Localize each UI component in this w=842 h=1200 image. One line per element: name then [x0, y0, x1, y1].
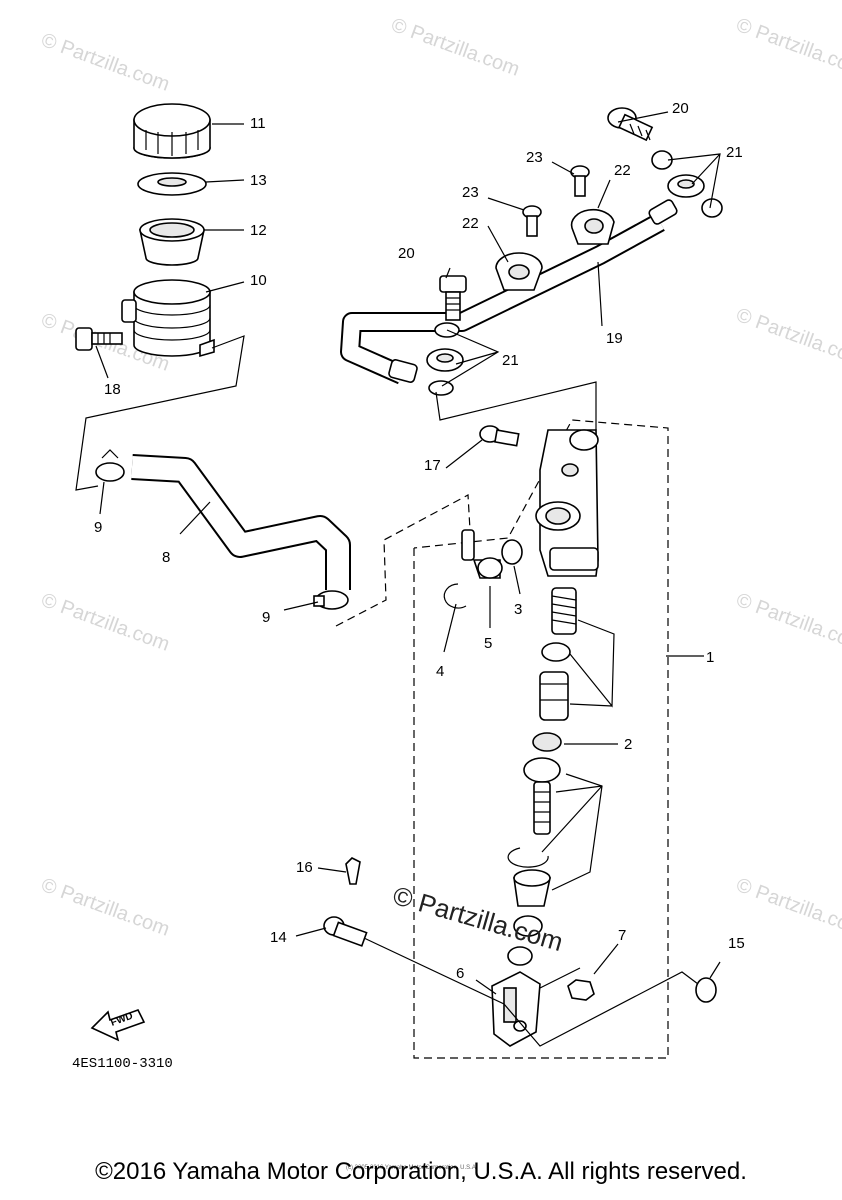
- clevis-pin-14: [323, 916, 368, 947]
- screw-23b: [570, 165, 590, 197]
- spring: [551, 587, 577, 635]
- callout-17: 17: [424, 457, 441, 474]
- banjo-fitting-upper: [667, 174, 705, 198]
- watermark-6: © Partzilla.com: [38, 589, 172, 656]
- cup-secondary-2: [532, 732, 562, 752]
- callout-20a: 20: [398, 245, 415, 262]
- watermark-2: © Partzilla.com: [388, 14, 522, 81]
- watermark-8: © Partzilla.com: [38, 874, 172, 941]
- connector-tank-hose: [75, 335, 245, 491]
- connector-hose-cylinder: [435, 381, 597, 430]
- callout-15: 15: [728, 935, 745, 952]
- reservoir-tank-10: [121, 279, 215, 358]
- cup-primary: [541, 642, 571, 662]
- master-cylinder-body: [535, 429, 599, 577]
- diagram-code: 4ES1100-3310: [72, 1056, 173, 1072]
- callout-13: 13: [250, 172, 267, 189]
- callout-22a: 22: [462, 215, 479, 232]
- callout-14: 14: [270, 929, 287, 946]
- callout-16: 16: [296, 859, 313, 876]
- callout-22b: 22: [614, 162, 631, 179]
- callout-18: 18: [104, 381, 121, 398]
- hose-holder-22b: [570, 208, 615, 245]
- circlip-4: [443, 583, 467, 609]
- washer-15: [695, 977, 717, 1003]
- union-bolt-20a: [439, 275, 467, 321]
- fwd-arrow: FWD: [90, 1009, 146, 1042]
- banjo-fitting-lower: [426, 348, 464, 372]
- diaphragm-plate-13: [137, 172, 207, 196]
- nut-lower: [513, 915, 543, 937]
- small-copyright: (c) 2005-2016 Yamaha Motor Corporation, …: [346, 1165, 478, 1171]
- gaskets-21: [428, 150, 723, 396]
- callout-21a: 21: [726, 144, 743, 161]
- connector-nut-clevis: [539, 967, 581, 989]
- callout-10: 10: [250, 272, 267, 289]
- callout-9a: 9: [94, 519, 102, 536]
- watermark-3: © Partzilla.com: [733, 14, 842, 81]
- o-ring-3: [501, 539, 523, 565]
- callout-4: 4: [436, 663, 444, 680]
- callout-6: 6: [456, 965, 464, 982]
- hose-holder-22a: [495, 252, 543, 291]
- nut-upper-clevis: [507, 946, 533, 966]
- hose-joint-5: [461, 529, 503, 579]
- callout-7: 7: [618, 927, 626, 944]
- screw-23a: [522, 205, 542, 237]
- reservoir-hose-8: [131, 454, 351, 590]
- union-bolt-20b: [607, 107, 654, 142]
- push-rod: [523, 757, 561, 835]
- bolt-18: [75, 327, 123, 351]
- master-cylinder-box: [413, 419, 669, 1059]
- nut-7: [567, 979, 595, 1001]
- callout-1: 1: [706, 649, 714, 666]
- callout-21b: 21: [502, 352, 519, 369]
- circlip: [507, 847, 549, 868]
- diaphragm-12: [139, 218, 205, 266]
- watermark-5: © Partzilla.com: [733, 304, 842, 371]
- connector-hose-pump: [335, 494, 471, 627]
- callout-9b: 9: [262, 609, 270, 626]
- callout-19: 19: [606, 330, 623, 347]
- callout-5: 5: [484, 635, 492, 652]
- boot: [513, 869, 551, 907]
- callout-12: 12: [250, 222, 267, 239]
- brake-hose-19: [340, 199, 678, 385]
- footer-copyright: ©2016 Yamaha Motor Corporation, U.S.A. A…: [95, 1158, 747, 1185]
- callout-3: 3: [514, 601, 522, 618]
- hose-clamp-9a: [95, 449, 125, 482]
- reservoir-cap-11: [133, 103, 211, 159]
- piston: [539, 671, 569, 721]
- watermark-7: © Partzilla.com: [733, 589, 842, 656]
- cotter-pin-16: [345, 857, 361, 885]
- hose-clamp-9b: [313, 590, 349, 610]
- callout-11: 11: [250, 115, 266, 132]
- watermark-1: © Partzilla.com: [38, 29, 172, 96]
- callout-20b: 20: [672, 100, 689, 117]
- watermark-9: © Partzilla.com: [733, 874, 842, 941]
- callout-8: 8: [162, 549, 170, 566]
- callout-23a: 23: [462, 184, 479, 201]
- leader-lines: [95, 111, 721, 995]
- clevis-6: [491, 971, 541, 1047]
- bolt-17: [479, 425, 520, 447]
- connector-pin-clevis: [363, 937, 699, 1047]
- callout-2: 2: [624, 736, 632, 753]
- callout-23b: 23: [526, 149, 543, 166]
